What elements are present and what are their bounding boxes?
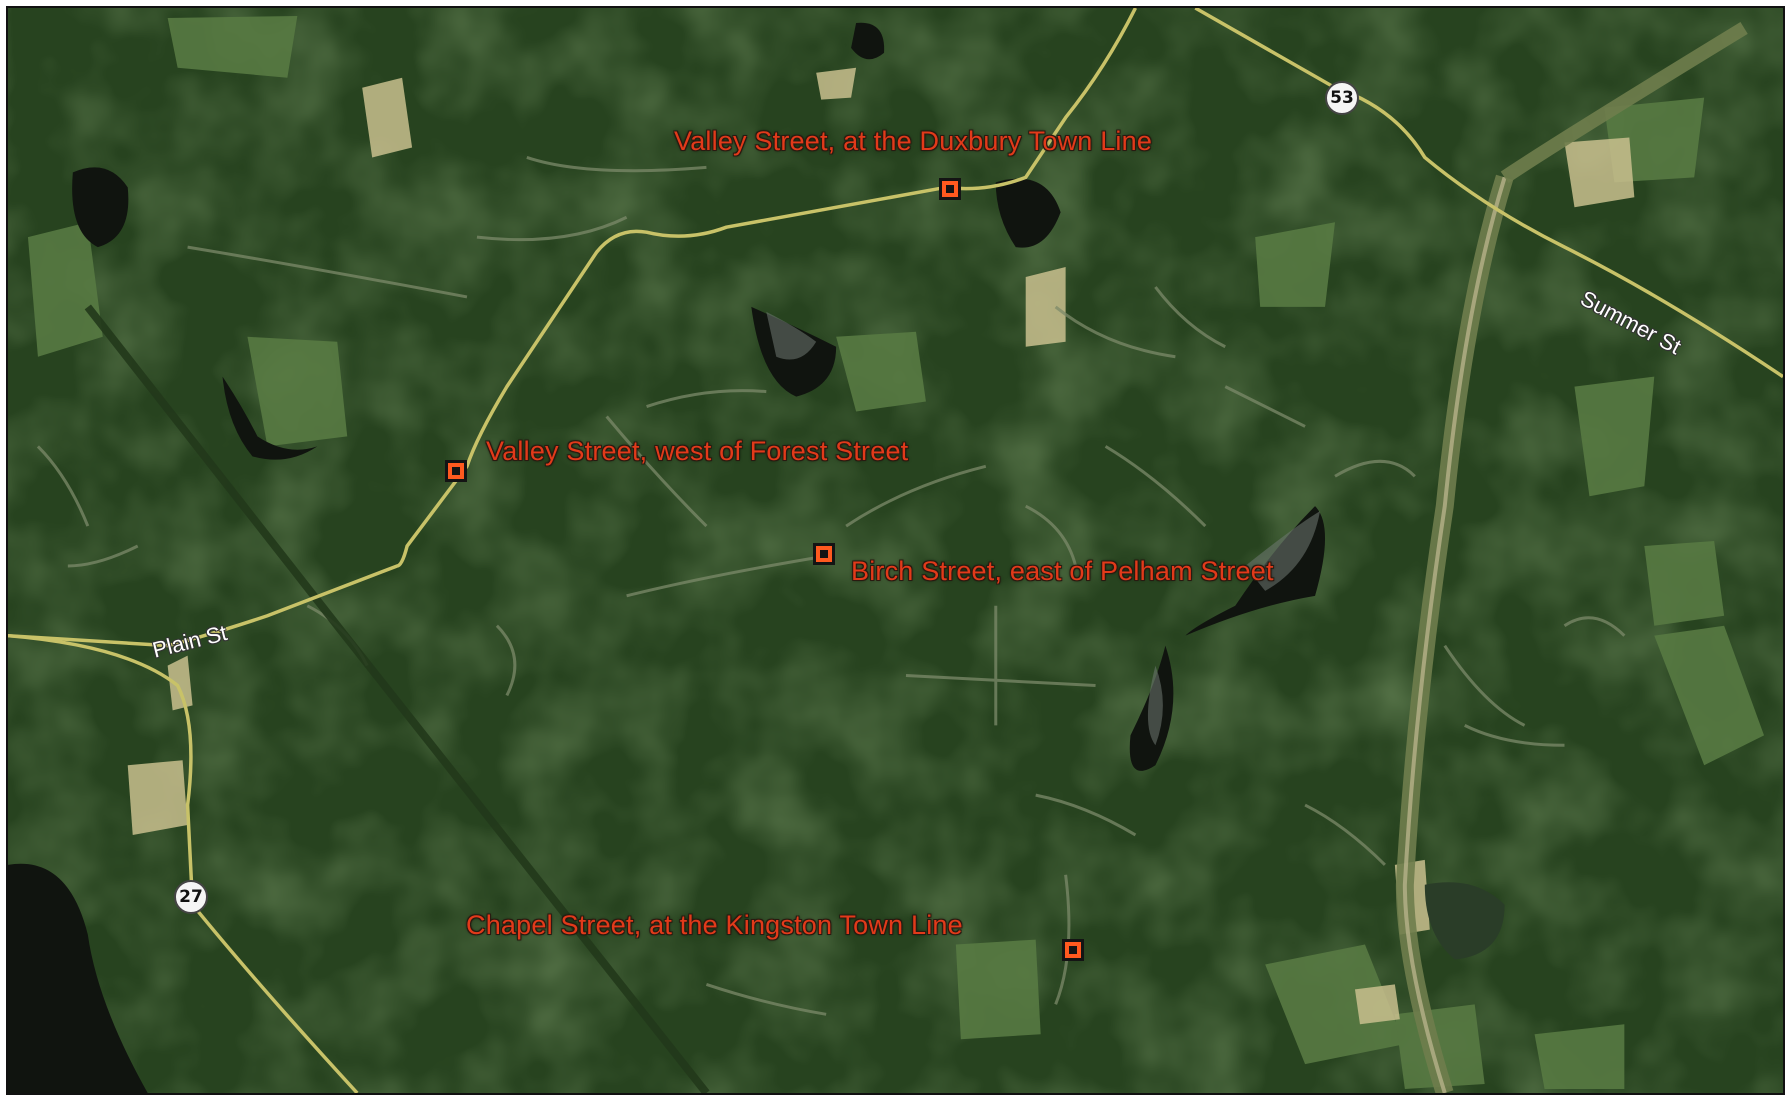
site-marker-center (820, 550, 828, 558)
highway-ramp (1500, 21, 1748, 184)
site-marker-icon[interactable] (939, 178, 961, 200)
route-27-shield-icon: 27 (174, 880, 208, 914)
route-53-shield-icon: 53 (1325, 81, 1359, 115)
site-label-valley-forest: Valley Street, west of Forest Street (486, 436, 909, 466)
site-label-chapel-kingston: Chapel Street, at the Kingston Town Line (466, 910, 963, 940)
site-marker-center (452, 467, 460, 475)
site-marker-icon[interactable] (445, 460, 467, 482)
map-frame[interactable]: Valley Street, at the Duxbury Town Line … (6, 6, 1785, 1095)
site-label-birch-pelham: Birch Street, east of Pelham Street (851, 556, 1274, 586)
water-glare (766, 311, 1321, 746)
site-marker-icon[interactable] (1062, 939, 1084, 961)
site-marker-icon[interactable] (813, 543, 835, 565)
major-roads (8, 8, 1783, 1093)
highway-lanes (1402, 176, 1507, 1093)
power-line-corridor (84, 304, 710, 1093)
aerial-map[interactable] (8, 8, 1783, 1093)
site-marker-center (946, 185, 954, 193)
site-marker-center (1069, 946, 1077, 954)
sand-areas (127, 67, 1635, 1025)
site-label-valley-duxbury: Valley Street, at the Duxbury Town Line (674, 126, 1153, 156)
